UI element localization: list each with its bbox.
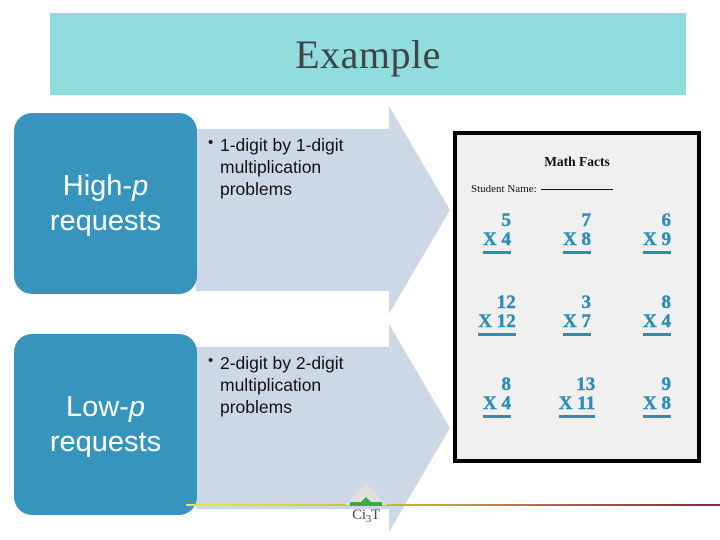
triangle-icon [345, 483, 387, 505]
callout-label-prefix: Low- [65, 391, 129, 424]
problem-cell: 13 X 11 [537, 371, 617, 453]
problem-multiplier: X 4 [483, 394, 511, 418]
problem-multiplier: X 9 [643, 230, 671, 254]
problem-multiplicand: 8 [661, 292, 671, 313]
footer-rule [186, 504, 720, 506]
callout-box-high-p: High-p requests [14, 113, 197, 294]
worksheet-student-name-field: Student Name: [471, 183, 613, 195]
logo-text-sub: 3 [365, 513, 372, 525]
problem-cell: 12 X 12 [457, 289, 537, 371]
bullet-row: • 2-digit by 2-digit multiplication prob… [208, 352, 388, 418]
problem-cell: 5 X 4 [457, 207, 537, 289]
worksheet-title: Math Facts [544, 154, 610, 169]
problem-multiplicand: 13 [576, 374, 596, 395]
problem-multiplier: X 4 [483, 230, 511, 254]
problem-cell: 8 X 4 [457, 371, 537, 453]
callout-label-low-p: Low-p requests [50, 390, 161, 458]
problem-cell: 6 X 9 [617, 207, 697, 289]
student-name-blank-line [540, 189, 613, 190]
problem-cell: 7 X 8 [537, 207, 617, 289]
logo-text-tail: T [370, 507, 380, 523]
green-band-base-icon [350, 502, 382, 506]
process-arrow-high-p [196, 106, 450, 314]
arrow-text-low-p: • 2-digit by 2-digit multiplication prob… [208, 352, 388, 418]
problem-operands: 5 X 4 [483, 210, 511, 254]
page-title: Example [295, 31, 441, 77]
bullet-marker-icon: • [208, 352, 214, 369]
callout-box-low-p: Low-p requests [14, 334, 197, 515]
problem-multiplicand: 6 [661, 210, 671, 231]
callout-label-italic: p [132, 170, 149, 203]
math-facts-worksheet: Math Facts Student Name: 5 X 4 7 X 8 6 [453, 131, 701, 463]
problem-multiplicand: 3 [581, 292, 591, 313]
bullet-marker-icon: • [208, 134, 214, 151]
logo-text-main: Ci [352, 507, 366, 523]
problem-operands: 6 X 9 [643, 210, 671, 254]
problem-multiplicand: 7 [581, 210, 591, 231]
callout-label-italic: p [128, 391, 145, 424]
student-name-label: Student Name: [471, 183, 537, 195]
problem-multiplicand: 5 [501, 210, 511, 231]
title-band [50, 13, 686, 95]
callout-label-suffix: requests [49, 425, 162, 458]
problem-multiplicand: 9 [661, 374, 671, 395]
problem-multiplier: X 11 [559, 394, 595, 418]
problem-operands: 12 X 12 [478, 292, 516, 336]
callout-label-high-p: High-p requests [50, 169, 161, 237]
problem-cell: 3 X 7 [537, 289, 617, 371]
arrow-text-high-p: • 1-digit by 1-digit multiplication prob… [208, 134, 388, 200]
green-band-icon [358, 497, 374, 505]
bullet-text: 2-digit by 2-digit multiplication proble… [220, 353, 344, 418]
problem-operands: 8 X 4 [483, 374, 511, 418]
problem-multiplier: X 7 [563, 312, 591, 336]
problem-operands: 9 X 8 [643, 374, 671, 418]
bullet-text: 1-digit by 1-digit multiplication proble… [220, 135, 344, 200]
ci3t-logo: Ci3T [330, 483, 402, 535]
problem-cell: 8 X 4 [617, 289, 697, 371]
problem-multiplicand: 8 [501, 374, 511, 395]
problem-multiplicand: 12 [496, 292, 516, 313]
problem-operands: 13 X 11 [559, 374, 596, 418]
callout-label-suffix: requests [49, 204, 162, 237]
problem-operands: 3 X 7 [563, 292, 591, 336]
problem-multiplier: X 12 [478, 312, 516, 336]
bullet-row: • 1-digit by 1-digit multiplication prob… [208, 134, 388, 200]
problem-operands: 7 X 8 [563, 210, 591, 254]
problem-cell: 9 X 8 [617, 371, 697, 453]
problem-multiplier: X 8 [643, 394, 671, 418]
problem-operands: 8 X 4 [643, 292, 671, 336]
problem-multiplier: X 8 [563, 230, 591, 254]
callout-label-prefix: High- [62, 170, 133, 203]
process-arrow-low-p [196, 324, 450, 532]
worksheet-problem-grid: 5 X 4 7 X 8 6 X 9 12 X 12 [457, 207, 697, 453]
problem-multiplier: X 4 [643, 312, 671, 336]
logo-wordmark: Ci3T [330, 507, 402, 525]
